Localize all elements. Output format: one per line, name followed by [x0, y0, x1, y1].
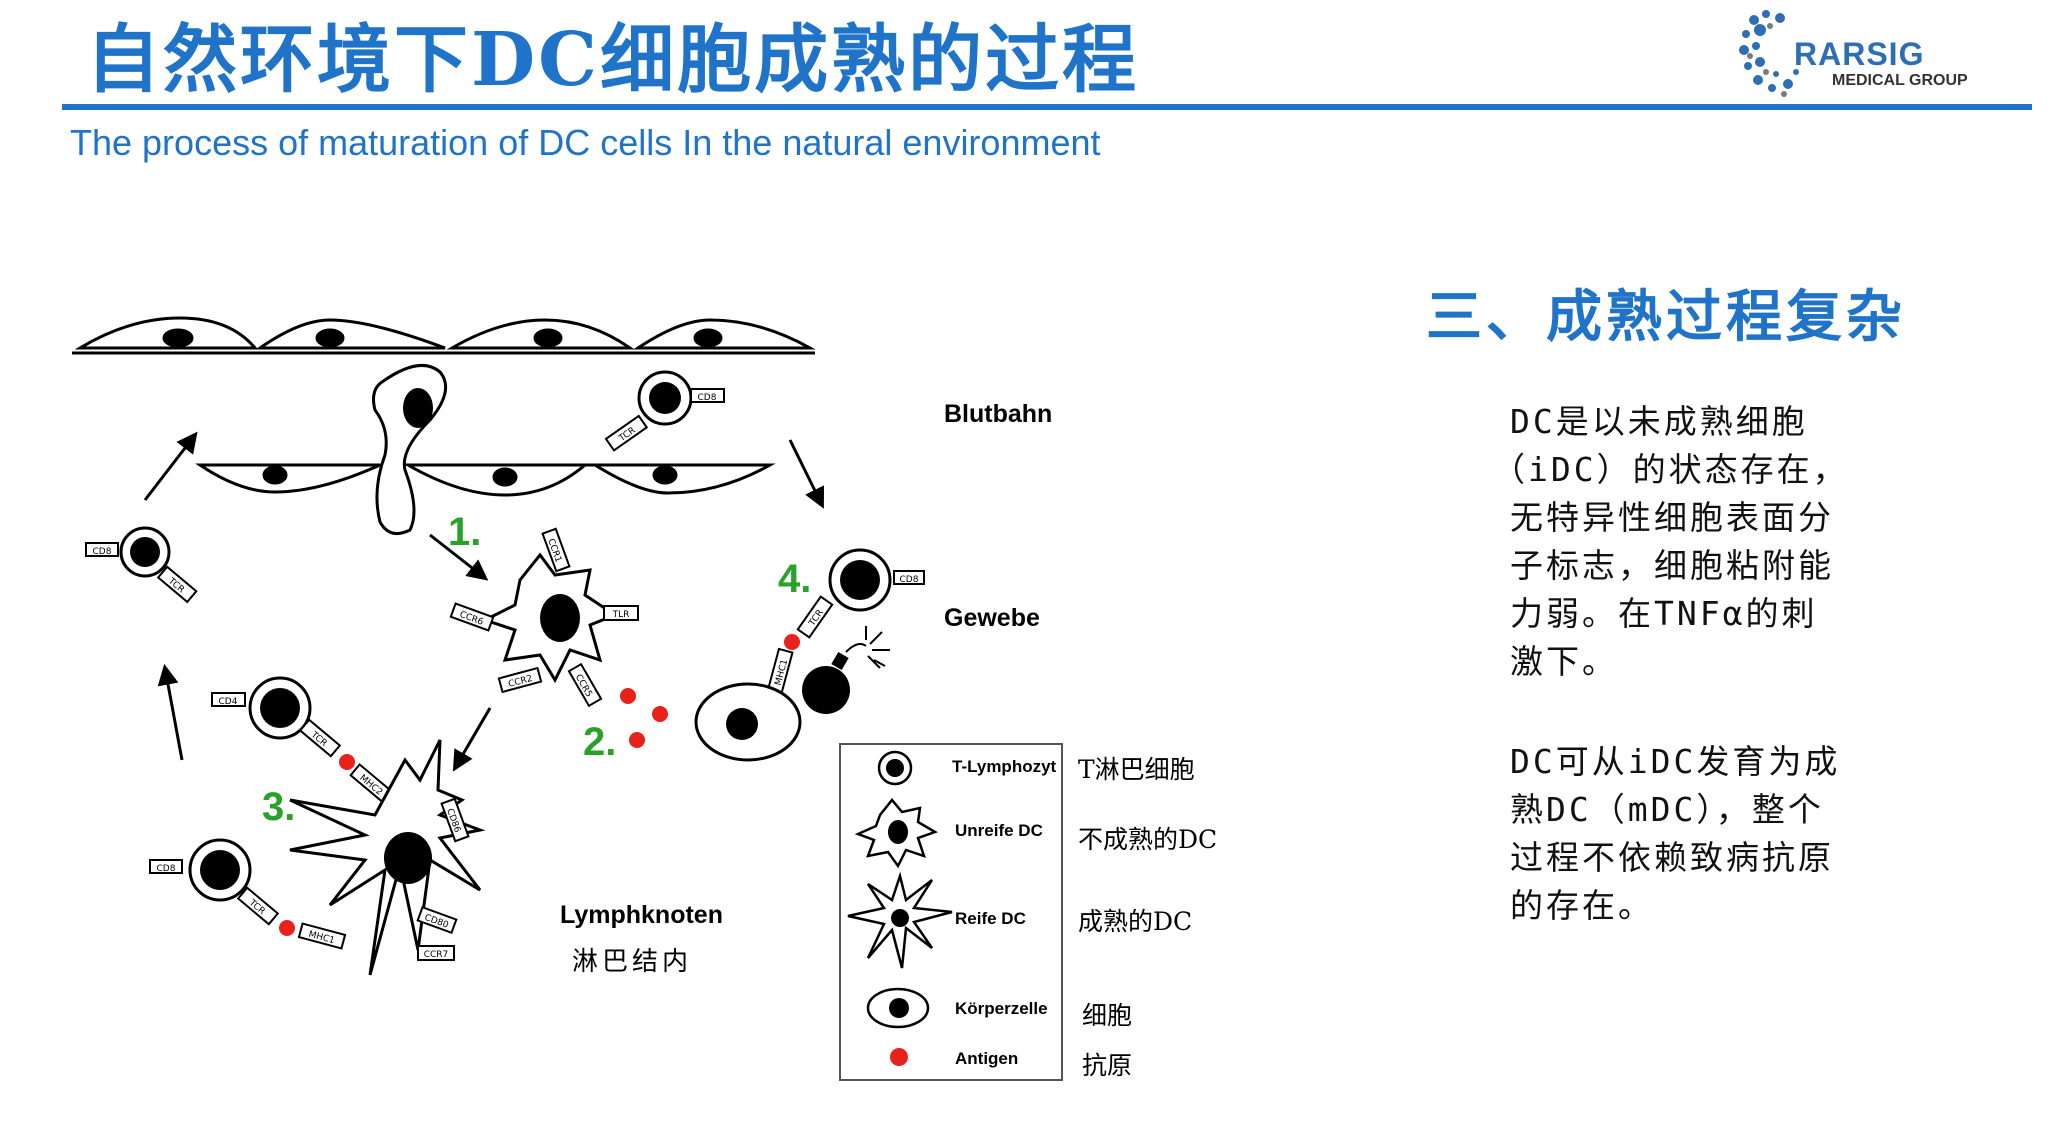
antigen-dot — [339, 754, 355, 770]
legend-cn-label: 不成熟的DC — [1078, 825, 1217, 854]
region-tissue-label: Gewebe — [944, 604, 1040, 632]
logo-subtitle: MEDICAL GROUP — [1832, 72, 1968, 89]
antigen-icon — [890, 1048, 908, 1066]
step-numbers: 1. 2. 3. 4. — [262, 510, 811, 829]
legend-cn-label: 成熟的DC — [1078, 907, 1192, 936]
legend-label: Antigen — [955, 1049, 1018, 1068]
step-3-label: 3. — [262, 785, 295, 829]
page-title: 自然环境下DC细胞成熟的过程 — [86, 17, 1140, 103]
title-rule — [62, 104, 2032, 110]
t-lymphocyte-tissue: CD8 TCR MHC1 — [766, 548, 925, 697]
paragraph-line: 激下。 — [1510, 642, 1618, 681]
mature-dc: CD86 CD80 CCR7 — [289, 739, 486, 976]
cd8-label: CD8 — [93, 547, 112, 557]
endothelium-bottom — [195, 463, 776, 497]
step-1-label: 1. — [448, 510, 481, 554]
legend-cn-label: 细胞 — [1082, 1001, 1132, 1030]
antigen-dot — [652, 706, 668, 722]
antigen-dot — [620, 688, 636, 704]
body-cell-icon — [866, 987, 930, 1029]
legend-label: Unreife DC — [955, 821, 1043, 840]
ccr7-label: CCR7 — [424, 950, 449, 960]
cd4-label: CD4 — [219, 697, 238, 707]
paragraph-line: 无特异性细胞表面分 — [1510, 498, 1834, 537]
paragraph-line: 子标志，细胞粘附能 — [1510, 546, 1834, 585]
cd8-label: CD8 — [900, 575, 919, 585]
mature-dc-icon — [847, 871, 953, 969]
region-lymph-cn-label: 淋巴结内 — [572, 947, 692, 977]
legend: T-Lymphozyt Unreife DC Reife DC Körperze… — [839, 743, 1217, 1081]
paragraph-line: 过程不依赖致病抗原 — [1510, 838, 1834, 877]
logo-name: RARSIG — [1794, 36, 1925, 72]
endothelium-top — [72, 316, 816, 355]
company-logo: RARSIG MEDICAL GROUP — [1736, 6, 2036, 100]
antigen-dot — [279, 920, 295, 936]
paragraph-line: 力弱。在TNFα的刺 — [1510, 594, 1818, 633]
legend-label: Reife DC — [955, 909, 1026, 928]
paragraph-line: （iDC）的状态存在， — [1492, 450, 1849, 489]
migrating-cell — [372, 364, 448, 536]
body-cell-target — [694, 682, 802, 762]
cd8-label: CD8 — [157, 864, 176, 874]
cd8-label: CD8 — [698, 393, 717, 403]
bomb-icon — [802, 626, 890, 714]
legend-label: Körperzelle — [955, 999, 1048, 1018]
t-lymphocyte-left: CD8 TCR — [85, 526, 198, 604]
page-subtitle: The process of maturation of DC cells In… — [70, 122, 1101, 163]
t-lymphocyte-icon — [877, 750, 913, 786]
t-lymphocyte-lymph: CD8 TCR MHC1 — [149, 838, 347, 950]
tlr-label: TLR — [612, 610, 630, 620]
paragraph-line: 的存在。 — [1510, 886, 1654, 925]
immature-dc: CCR1 CCR6 TLR CCR2 CCR5 — [449, 527, 639, 708]
region-blood-label: Blutbahn — [944, 400, 1052, 428]
paragraph-line: DC是以未成熟细胞 — [1510, 402, 1808, 441]
antigen-dot — [629, 732, 645, 748]
paragraph-line: DC可从iDC发育为成 — [1510, 742, 1841, 781]
flow-arrows — [143, 431, 825, 772]
paragraph-1: DC是以未成熟细胞 （iDC）的状态存在， 无特异性细胞表面分 子标志，细胞粘附… — [1492, 398, 1880, 686]
t-lymphocyte-blood: CD8 TCR — [604, 370, 725, 452]
legend-label: T-Lymphozyt — [952, 757, 1057, 776]
logo-mark-icon — [1739, 10, 1799, 97]
antigen-dot — [784, 634, 800, 650]
paragraph-2: DC可从iDC发育为成 熟DC（mDC），整个 过程不依赖致病抗原 的存在。 — [1510, 738, 1880, 930]
step-4-label: 4. — [778, 557, 811, 601]
region-lymph-label: Lymphknoten — [560, 901, 723, 929]
section-title: 三、成熟过程复杂 — [1426, 284, 1906, 350]
antigen-cluster — [620, 688, 668, 748]
t-lymphocyte-cd4: CD4 TCR MHC2 — [211, 676, 395, 805]
legend-cn-label: 抗原 — [1082, 1051, 1132, 1080]
step-2-label: 2. — [583, 720, 616, 764]
immature-dc-icon — [854, 798, 938, 869]
legend-cn-label: T淋巴细胞 — [1078, 755, 1195, 784]
paragraph-line: 熟DC（mDC），整个 — [1510, 790, 1824, 829]
